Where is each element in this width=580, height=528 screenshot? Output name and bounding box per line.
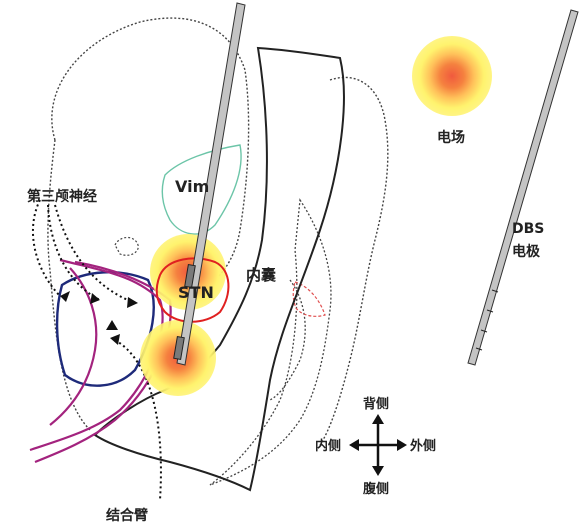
navy-pathway bbox=[57, 272, 154, 385]
label-stn: STN bbox=[178, 283, 214, 302]
lateral-outline bbox=[320, 77, 388, 445]
globus-outline bbox=[270, 280, 305, 400]
purple-pathway-3 bbox=[50, 268, 96, 425]
red-dashed-region bbox=[293, 282, 325, 316]
compass-medial: 内侧 bbox=[315, 438, 341, 454]
compass-ventral: 腹侧 bbox=[363, 481, 389, 497]
compass-dorsal: 背侧 bbox=[363, 396, 389, 412]
orientation-compass bbox=[349, 414, 407, 476]
label-dbs: DBS bbox=[512, 221, 544, 237]
arrowhead-1 bbox=[60, 291, 70, 302]
label-electric-field: 电场 bbox=[437, 129, 465, 146]
compass-lateral: 外侧 bbox=[409, 438, 436, 454]
cranial-nerve-path-1 bbox=[33, 200, 60, 296]
label-vim: Vim bbox=[175, 177, 209, 196]
arrowhead-3 bbox=[127, 297, 138, 308]
electric-field-legend bbox=[412, 36, 492, 116]
label-electrode: 电极 bbox=[512, 243, 541, 260]
label-internal-capsule: 内囊 bbox=[246, 266, 277, 284]
label-third-cranial-nerve: 第三颅神经 bbox=[27, 188, 97, 205]
cranial-nerve-path-3 bbox=[55, 205, 135, 303]
arrowhead-5 bbox=[106, 320, 118, 330]
arrowhead-4 bbox=[110, 334, 120, 345]
putamen-outline bbox=[210, 200, 331, 485]
small-dotted-loop bbox=[115, 238, 138, 256]
label-sup-cerebellar-peduncle: 结合臂 bbox=[106, 507, 148, 524]
